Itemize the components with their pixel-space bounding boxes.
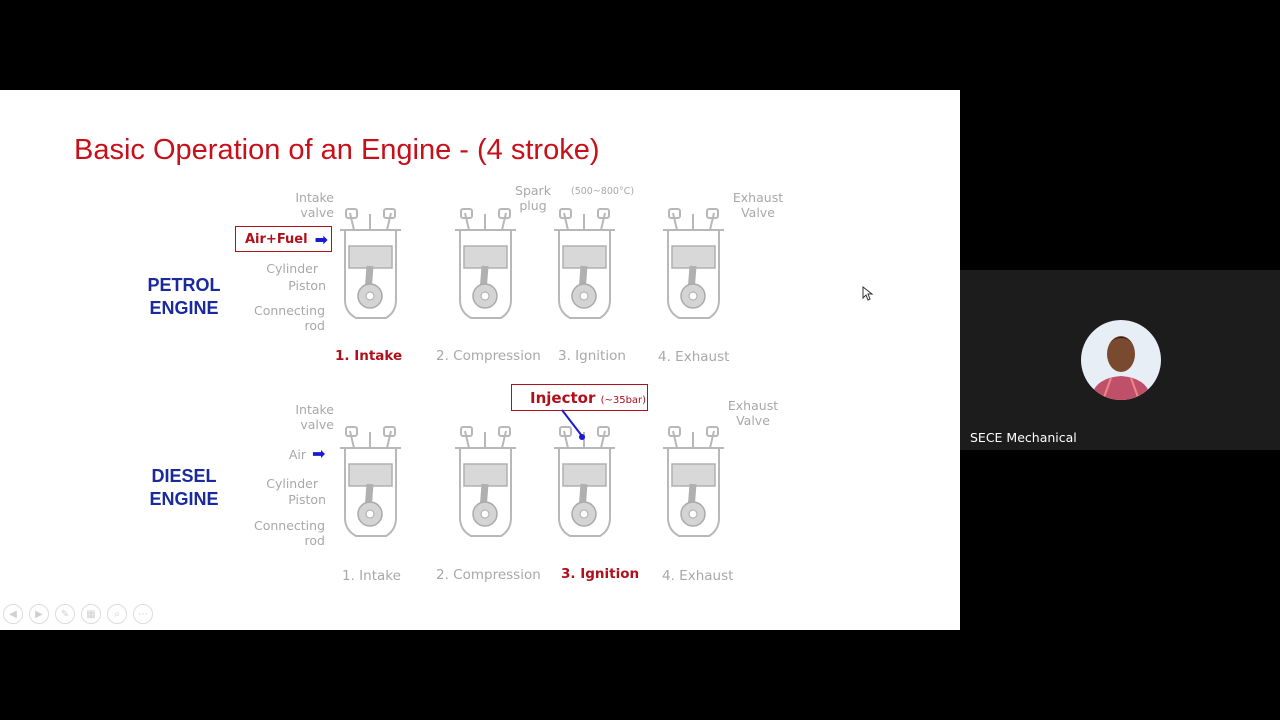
more-icon[interactable]: ⋯: [133, 604, 153, 624]
diesel-intake-arrow-icon: ➡: [312, 446, 326, 463]
previous-icon[interactable]: ◀: [3, 604, 23, 624]
petrol-cylinder-label: Cylinder: [266, 261, 318, 276]
petrol-stroke-2: 2. Compression: [436, 348, 541, 364]
participant-name: SECE Mechanical: [970, 430, 1077, 445]
diesel-stroke-1: 1. Intake: [342, 568, 401, 584]
air-fuel-label: Air+Fuel ➡: [235, 226, 332, 252]
participant-tile[interactable]: SECE Mechanical: [960, 270, 1280, 450]
petrol-stroke-4: 4. Exhaust: [658, 349, 730, 365]
diesel-intake-engine-icon: [340, 426, 402, 538]
intake-arrow-icon: ➡: [314, 230, 328, 249]
diesel-exhaust-engine-icon: [663, 426, 725, 538]
injector-label: Injector (~35bar): [511, 384, 648, 411]
petrol-compression-engine-icon: [455, 208, 517, 320]
diesel-engine-title: DIESEL ENGINE: [149, 466, 219, 509]
participant-panel: SECE Mechanical: [960, 0, 1280, 720]
petrol-stroke-3: 3. Ignition: [558, 348, 626, 364]
petrol-exhaust-engine-icon: [663, 208, 725, 320]
diesel-stroke-4: 4. Exhaust: [662, 568, 734, 584]
diesel-stroke-3: 3. Ignition: [561, 566, 640, 582]
mouse-cursor-icon: [862, 286, 874, 301]
shared-screen: Basic Operation of an Engine - (4 stroke…: [0, 90, 960, 630]
injector-pointer-icon: [561, 409, 585, 440]
diesel-air-label: Air: [288, 447, 306, 462]
slides-icon[interactable]: ▦: [81, 604, 101, 624]
petrol-intake-engine-icon: [340, 208, 402, 320]
diesel-stroke-2: 2. Compression: [436, 567, 541, 583]
petrol-engine-title: PETROL ENGINE: [147, 275, 221, 318]
diesel-compression-engine-icon: [455, 426, 517, 538]
petrol-stroke-1: 1. Intake: [335, 348, 403, 364]
slideshow-toolbar: ◀ ▶ ✎ ▦ ⌕ ⋯: [3, 604, 153, 624]
diesel-cylinder-label: Cylinder: [266, 476, 318, 491]
diesel-piston-label: Piston: [288, 492, 326, 507]
avatar: [1081, 320, 1161, 400]
presentation-slide: Basic Operation of an Engine - (4 stroke…: [0, 90, 960, 630]
petrol-piston-label: Piston: [288, 278, 326, 293]
temperature-note: (500~800°C): [571, 186, 635, 197]
petrol-ignition-engine-icon: [554, 208, 616, 320]
zoom-icon[interactable]: ⌕: [107, 604, 127, 624]
pen-icon[interactable]: ✎: [55, 604, 75, 624]
next-icon[interactable]: ▶: [29, 604, 49, 624]
slide-title: Basic Operation of an Engine - (4 stroke…: [74, 134, 600, 166]
